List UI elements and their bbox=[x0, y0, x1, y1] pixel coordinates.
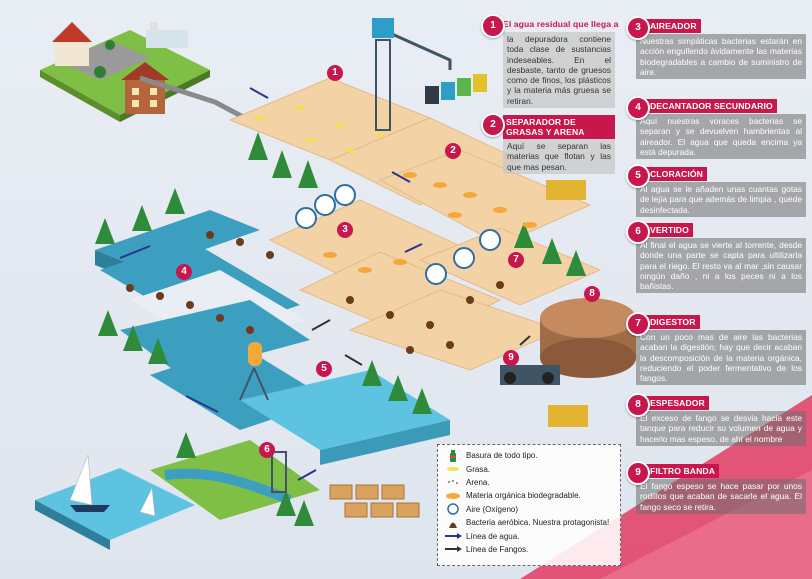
step-9-number: 9 bbox=[626, 461, 650, 485]
legend-label: Arena. bbox=[466, 477, 490, 487]
step-2-title: SEPARADOR DE GRASAS Y ARENA bbox=[503, 115, 615, 139]
step-6-title: VERTIDO bbox=[636, 223, 693, 237]
step-7: 7 DIGESTOR Con un poco mas de aire las b… bbox=[626, 312, 806, 386]
step-2-body: Aquí se separan las materias que flotan … bbox=[503, 139, 615, 174]
step-3-number: 3 bbox=[626, 16, 650, 40]
legend: Basura de todo tipo. Grasa. Arena. Mater… bbox=[437, 444, 621, 566]
step-7-body: Con un poco mas de aire las bacterias ac… bbox=[636, 330, 806, 386]
step-3: 3 AIREADOR Nuestras simpáticas bacterias… bbox=[626, 16, 806, 80]
legend-item-air: Aire (Oxígeno) bbox=[444, 503, 614, 516]
sludge-crates bbox=[329, 484, 420, 518]
step-9-body: El fango espeso se hace pasar por unos r… bbox=[636, 479, 806, 514]
digestor-tank bbox=[540, 298, 636, 378]
step-9-title: FILTRO BANDA bbox=[636, 464, 720, 478]
scene-marker-6: 6 bbox=[259, 442, 275, 458]
step-1-number: 1 bbox=[481, 14, 505, 38]
scene-marker-3: 3 bbox=[337, 222, 353, 238]
sand-icon bbox=[444, 479, 462, 485]
step-4-number: 4 bbox=[626, 96, 650, 120]
water-line-arrows bbox=[119, 87, 423, 481]
aerator-fans bbox=[295, 184, 501, 285]
step-5-title: CLORACIÓN bbox=[636, 167, 707, 181]
inlet-pipe bbox=[139, 75, 247, 121]
step-6-body: Al final el agua se vierte al torrente, … bbox=[636, 238, 806, 294]
step-5: 5 CLORACIÓN Al agua se le añaden unas cu… bbox=[626, 164, 806, 217]
legend-label: Línea de agua. bbox=[466, 531, 520, 541]
step-7-title: DIGESTOR bbox=[636, 315, 700, 329]
scene-marker-5: 5 bbox=[316, 361, 332, 377]
step-5-body: Al agua se le añaden unas cuantas gotas … bbox=[636, 182, 806, 217]
step-5-number: 5 bbox=[626, 164, 650, 188]
legend-item-bacteria: Bacteria aeróbica. Nuestra protagonista! bbox=[444, 516, 614, 529]
step-6: 6 VERTIDO Al final el agua se vierte al … bbox=[626, 220, 806, 294]
legend-label: Grasa. bbox=[466, 464, 491, 474]
river-island bbox=[35, 440, 320, 550]
grease-drops bbox=[255, 106, 385, 152]
legend-label: Bacteria aeróbica. Nuestra protagonista! bbox=[466, 518, 610, 528]
organic-matter bbox=[323, 172, 537, 273]
step-3-title: AIREADOR bbox=[636, 19, 701, 33]
step-8-number: 8 bbox=[626, 393, 650, 417]
scene-marker-7: 7 bbox=[508, 252, 524, 268]
legend-item-trash: Basura de todo tipo. bbox=[444, 449, 614, 462]
step-4: 4 DECANTADOR SECUNDARIO Aquí nuestras vo… bbox=[626, 96, 806, 160]
legend-item-organic: Materia orgánica biodegradable. bbox=[444, 489, 614, 502]
legend-item-sand: Arena. bbox=[444, 476, 614, 489]
band-filter bbox=[500, 180, 588, 427]
scene-marker-8: 8 bbox=[584, 286, 600, 302]
sludge-line-arrows bbox=[311, 319, 531, 366]
sludge-line-arrow-icon bbox=[444, 545, 462, 553]
bottle-icon bbox=[444, 449, 462, 462]
air-icon bbox=[444, 503, 462, 515]
step-8: 8 ESPESADOR El exceso de fango se desvia… bbox=[626, 393, 806, 446]
step-9: 9 FILTRO BANDA El fango espeso se hace p… bbox=[626, 461, 806, 514]
legend-label: Aire (Oxígeno) bbox=[466, 504, 519, 514]
scene-marker-2: 2 bbox=[445, 143, 461, 159]
sailboats bbox=[69, 454, 156, 517]
step-4-title: DECANTADOR SECUNDARIO bbox=[636, 99, 777, 113]
legend-label: Línea de Fangos. bbox=[466, 544, 529, 554]
step-8-title: ESPESADOR bbox=[636, 396, 709, 410]
grease-icon bbox=[444, 466, 462, 472]
step-2-number: 2 bbox=[481, 113, 505, 137]
water-line-arrow-icon bbox=[444, 532, 462, 540]
water-channels bbox=[95, 210, 450, 465]
bacteria-icon bbox=[444, 517, 462, 529]
step-7-number: 7 bbox=[626, 312, 650, 336]
step-8-body: El exceso de fango se desvia hacia este … bbox=[636, 411, 806, 446]
step-1-body: la depuradora contiene toda clase de sus… bbox=[503, 32, 615, 109]
legend-item-sludge-line: Línea de Fangos. bbox=[444, 543, 614, 556]
chlorination-tower bbox=[239, 342, 287, 493]
trees bbox=[95, 132, 586, 526]
organic-matter-icon bbox=[444, 492, 462, 500]
step-1-title: El agua residual que llega a bbox=[503, 19, 619, 29]
legend-label: Materia orgánica biodegradable. bbox=[466, 491, 581, 501]
step-6-number: 6 bbox=[626, 220, 650, 244]
crane-and-bins bbox=[372, 18, 487, 131]
legend-item-grease: Grasa. bbox=[444, 462, 614, 475]
step-3-body: Nuestras simpáticas bacterias estarán en… bbox=[636, 34, 806, 80]
scene-marker-1: 1 bbox=[327, 65, 343, 81]
houses-block bbox=[40, 22, 210, 122]
legend-label: Basura de todo tipo. bbox=[466, 451, 538, 461]
step-2: 2 SEPARADOR DE GRASAS Y ARENA Aquí se se… bbox=[481, 113, 615, 174]
legend-item-water-line: Línea de agua. bbox=[444, 529, 614, 542]
scene-marker-4: 4 bbox=[176, 264, 192, 280]
step-4-body: Aquí nuestras voraces bacterias se separ… bbox=[636, 114, 806, 160]
scene-marker-9: 9 bbox=[503, 350, 519, 366]
step-1: 1 El agua residual que llega a la depura… bbox=[481, 14, 618, 109]
bacteria bbox=[126, 231, 504, 354]
